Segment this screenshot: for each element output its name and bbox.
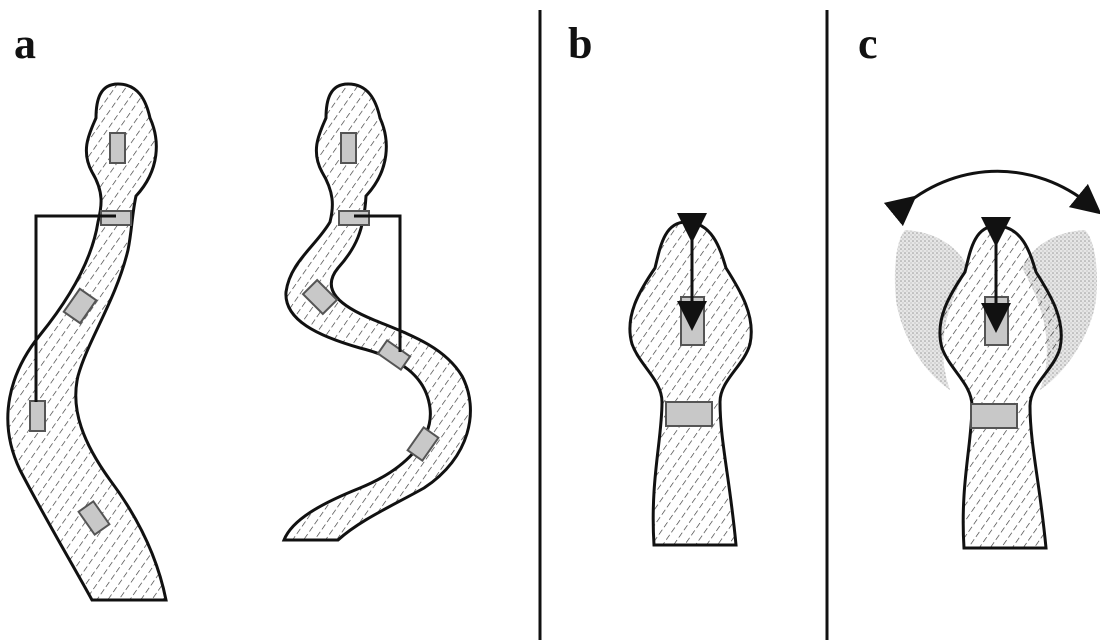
sensor-b-neck <box>666 402 712 426</box>
panel-c <box>895 171 1097 548</box>
head-swing-arc <box>905 171 1090 205</box>
sensor-right-neck <box>339 211 369 225</box>
panel-label-a: a <box>14 19 36 68</box>
snake-right-body <box>284 84 470 540</box>
panel-label-b: b <box>568 19 592 68</box>
sensor-left-neck <box>101 211 131 225</box>
sensor-left-head <box>110 133 125 163</box>
panel-label-c: c <box>858 19 878 68</box>
panel-b <box>630 222 751 545</box>
panel-a <box>8 84 471 600</box>
sensor-right-head <box>341 133 356 163</box>
snake-left <box>8 84 166 600</box>
snake-right <box>284 84 470 540</box>
sensor-c-neck <box>971 404 1017 428</box>
sensor-left-body-2 <box>30 401 45 431</box>
